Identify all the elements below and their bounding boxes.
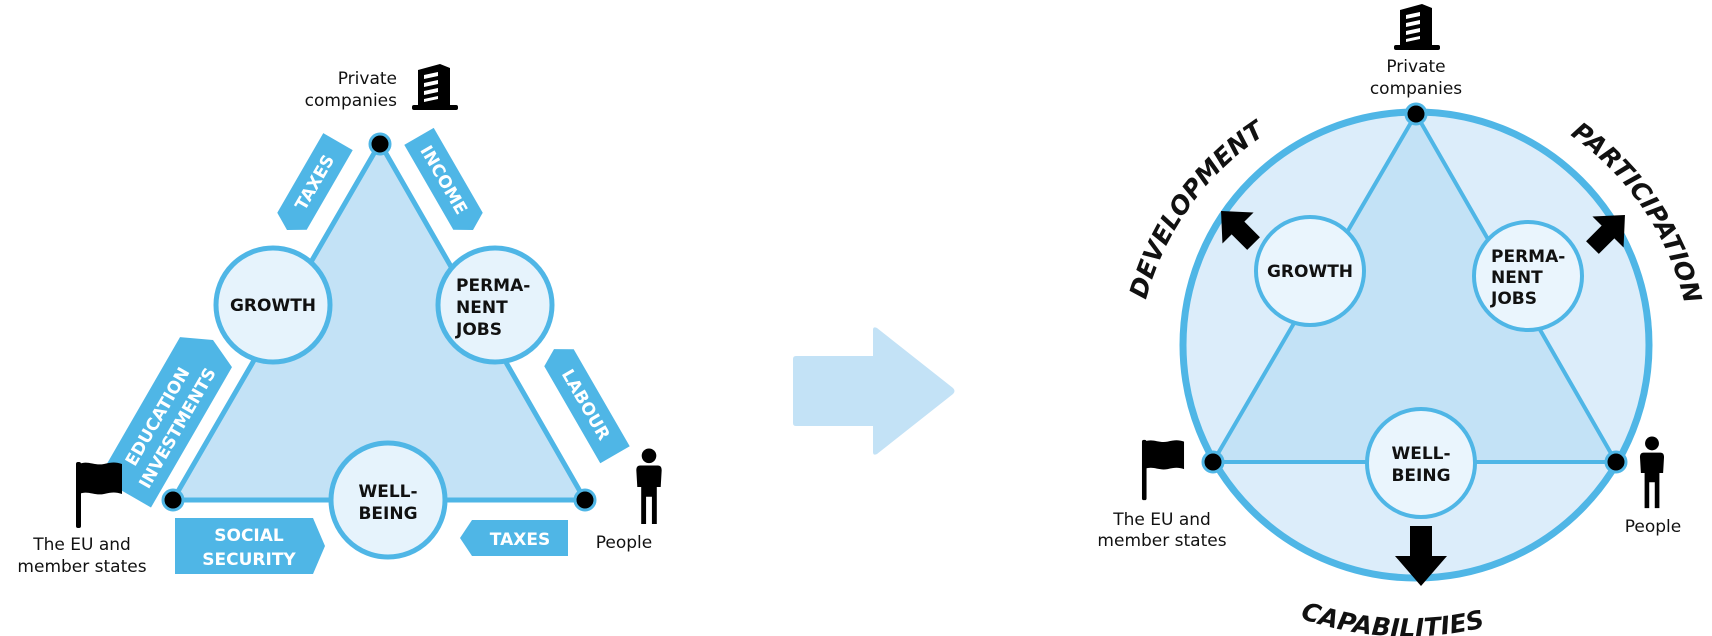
actor-companies-right-line2: companies	[1370, 79, 1462, 99]
node-growth-right: GROWTH	[1254, 215, 1366, 327]
person-icon-right	[1639, 436, 1665, 509]
actor-companies-line2: companies	[305, 91, 397, 111]
flow-taxes-bottom-label: TAXES	[490, 530, 550, 550]
vertex-dot-people-right	[1604, 450, 1628, 474]
building-icon-right	[1394, 4, 1440, 50]
actor-people-right: People	[1625, 517, 1681, 537]
flag-icon	[76, 462, 122, 528]
node-perma-right-line2: NENT	[1491, 268, 1543, 288]
node-wellbeing-right-line1: WELL-	[1391, 444, 1450, 464]
actor-eu-line1: The EU and	[32, 535, 131, 555]
participation-arrow-icon	[1586, 215, 1625, 254]
node-perma-line2: NENT	[456, 298, 508, 318]
node-wellbeing-right: WELL- BEING	[1365, 407, 1477, 519]
node-wellbeing-right-line2: BEING	[1391, 466, 1450, 486]
node-wellbeing-line2: BEING	[358, 504, 417, 524]
person-icon	[636, 448, 662, 525]
flow-social-security: SOCIAL SECURITY	[175, 518, 325, 574]
node-perma-line3: JOBS	[455, 320, 502, 340]
actor-companies-right-line1: Private	[1386, 57, 1445, 77]
node-growth-right-label: GROWTH	[1267, 262, 1353, 282]
right-diagram: GROWTH PERMA- NENT JOBS WELL- BEING DEVE…	[1097, 4, 1707, 636]
actor-companies-line1: Private	[338, 69, 397, 89]
node-wellbeing-line1: WELL-	[358, 482, 417, 502]
vertex-dot-companies	[368, 132, 392, 156]
node-permanent-jobs: PERMA- NENT JOBS	[435, 245, 555, 365]
node-perma-right-line1: PERMA-	[1491, 247, 1565, 267]
flow-security-label: SECURITY	[202, 550, 296, 570]
capabilities-arrow-icon	[1395, 526, 1447, 586]
actor-eu-right-line2: member states	[1097, 531, 1226, 551]
node-perma-line1: PERMA-	[456, 276, 530, 296]
node-growth: GROWTH	[213, 245, 333, 365]
vertex-dot-companies-right	[1404, 102, 1428, 126]
node-growth-label: GROWTH	[230, 296, 316, 316]
node-perma-right-line3: JOBS	[1490, 289, 1537, 309]
vertex-dot-eu	[161, 488, 185, 512]
vertex-dot-eu-right	[1201, 450, 1225, 474]
actor-people: People	[596, 533, 652, 553]
development-arrow-icon	[1221, 211, 1260, 250]
actor-eu-right-line1: The EU and	[1112, 510, 1211, 530]
building-icon	[412, 64, 458, 110]
arrow-right-icon	[793, 327, 955, 455]
vertex-dot-people	[573, 488, 597, 512]
flow-taxes-bottom: TAXES	[460, 520, 568, 556]
left-diagram: TAXES INCOME EDUCATION INVESTMENTS LABOU…	[17, 64, 662, 577]
actor-eu-line2: member states	[17, 557, 146, 577]
flag-icon-right	[1141, 439, 1185, 501]
node-wellbeing: WELL- BEING	[328, 440, 448, 560]
flow-social-label: SOCIAL	[214, 526, 284, 546]
outcome-capabilities: CAPABILITIES	[1298, 596, 1487, 636]
node-permanent-jobs-right: PERMA- NENT JOBS	[1472, 220, 1584, 332]
